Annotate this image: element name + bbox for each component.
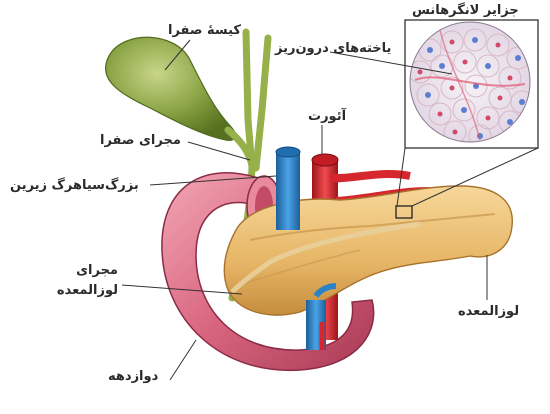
aorta-top xyxy=(312,154,338,166)
label-gallbladder: کیسهٔ صفرا xyxy=(168,22,241,39)
hepatic-duct-left xyxy=(246,32,252,168)
vena-cava-top xyxy=(276,147,300,157)
aorta-branch xyxy=(330,174,410,178)
label-islets: جزایر لانگرهانس xyxy=(412,2,519,19)
label-aorta: آئورت xyxy=(308,108,346,125)
label-pancreas: لوزالمعده xyxy=(458,303,519,320)
label-pancreatic-duct-1: مجرای xyxy=(50,262,118,279)
label-endocrine-cells: یاخته‌های درون‌ریز xyxy=(275,40,391,57)
vena-cava-upper xyxy=(276,152,300,230)
hepatic-duct-right xyxy=(256,38,268,168)
label-vena-cava: بزرگ‌سیاهرگ زیرین xyxy=(10,177,139,194)
label-pancreatic-duct-2: لوزالمعده xyxy=(40,282,118,299)
gallbladder-shape xyxy=(106,37,236,140)
label-duodenum: دوازدهه xyxy=(108,368,158,385)
label-bile-duct: مجرای صفرا xyxy=(100,132,181,149)
